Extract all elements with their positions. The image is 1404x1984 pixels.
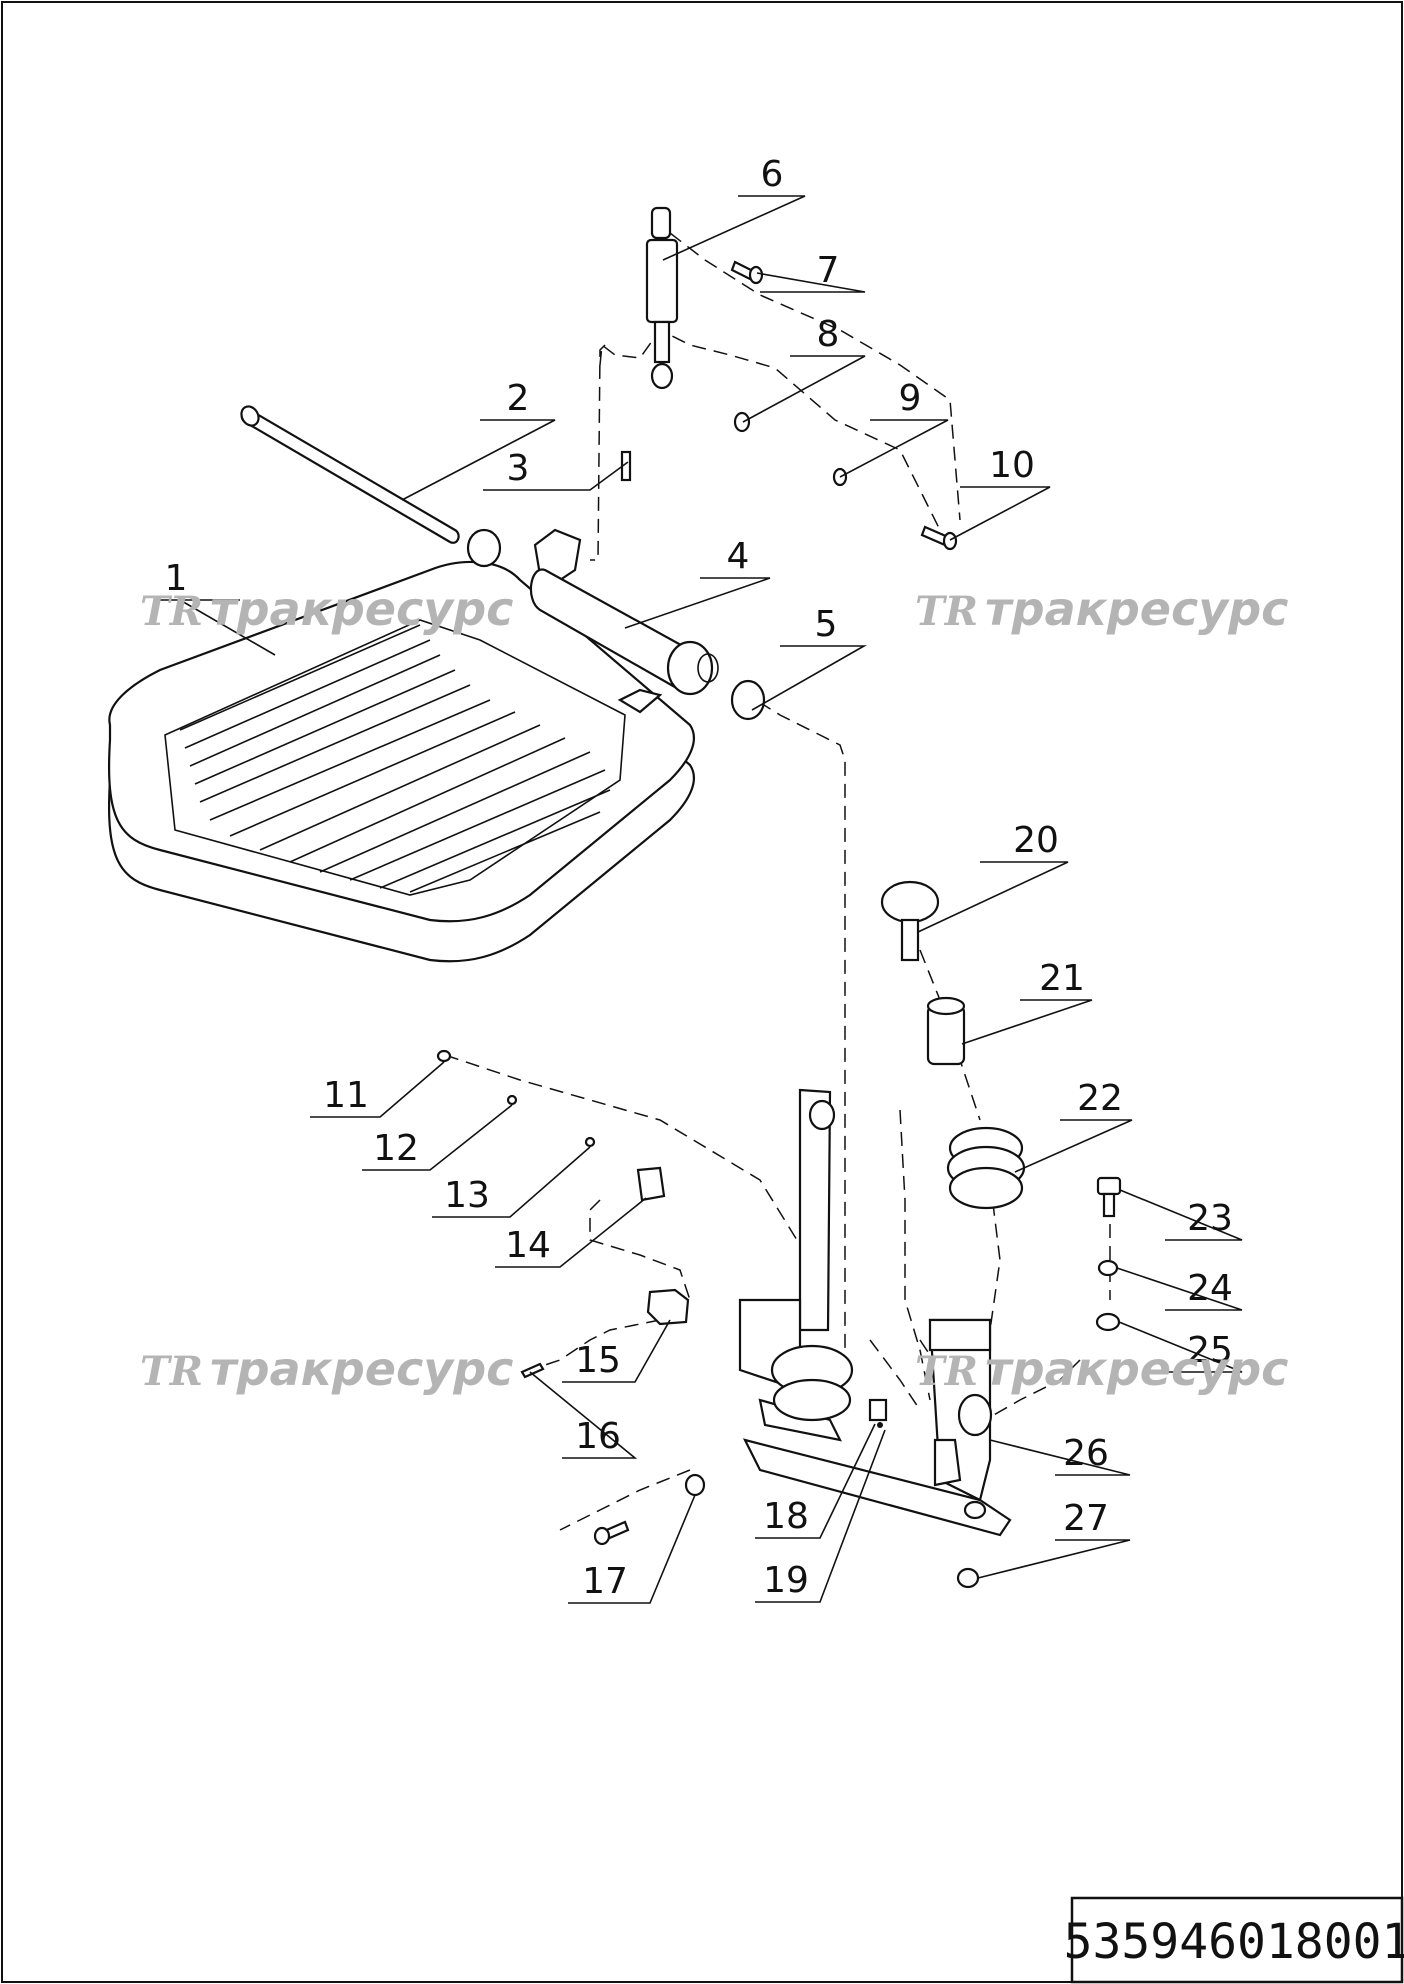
callout-15: 15 bbox=[575, 1340, 621, 1381]
callout-22: 22 bbox=[1077, 1078, 1123, 1119]
drawing-number-box: 535946018001 bbox=[1064, 1896, 1404, 1984]
gas-spring bbox=[645, 206, 679, 390]
screw-19 bbox=[877, 1422, 883, 1428]
callout-3: 3 bbox=[507, 448, 530, 489]
assembly-lines bbox=[444, 232, 1111, 1531]
nut-27 bbox=[956, 1567, 980, 1589]
callout-21: 21 bbox=[1039, 958, 1085, 999]
nut-17 bbox=[684, 1473, 706, 1497]
seat-pan bbox=[108, 560, 695, 963]
watermark-top-right: ТR тракресурс bbox=[915, 582, 1288, 636]
screw-11 bbox=[436, 1049, 452, 1063]
watermark-text: тракресурс bbox=[985, 1342, 1288, 1396]
callout-17: 17 bbox=[582, 1561, 628, 1602]
knob bbox=[880, 880, 940, 962]
callout-6: 6 bbox=[761, 154, 784, 195]
watermark-logo: ТR bbox=[915, 1348, 978, 1395]
washer-12 bbox=[506, 1094, 518, 1106]
callout-13: 13 bbox=[444, 1175, 490, 1216]
sleeve bbox=[926, 996, 966, 1066]
nut-25 bbox=[1095, 1312, 1121, 1332]
callout-4: 4 bbox=[727, 536, 750, 577]
bushing-right bbox=[730, 679, 766, 721]
callout-24: 24 bbox=[1187, 1268, 1233, 1309]
callouts: 1 2 3 4 5 6 7 8 9 10 11 12 13 14 15 16 1… bbox=[165, 154, 1233, 1602]
callout-7: 7 bbox=[817, 250, 840, 291]
callout-23: 23 bbox=[1187, 1198, 1233, 1239]
watermark-text: тракресурс bbox=[210, 1342, 513, 1396]
pin-16 bbox=[520, 1362, 545, 1379]
callout-26: 26 bbox=[1063, 1433, 1109, 1474]
spring bbox=[946, 1126, 1026, 1210]
drawing-number: 535946018001 bbox=[1064, 1914, 1404, 1970]
callout-11: 11 bbox=[323, 1075, 369, 1116]
bolt-10 bbox=[920, 525, 958, 551]
watermark-top-left: ТR тракресурс bbox=[140, 582, 513, 636]
callout-9: 9 bbox=[899, 378, 922, 419]
nut-13 bbox=[584, 1136, 596, 1148]
callout-2: 2 bbox=[507, 378, 530, 419]
watermark-logo: ТR bbox=[915, 588, 978, 635]
watermark-text: тракресурс bbox=[210, 582, 513, 636]
switch-bracket bbox=[636, 1166, 666, 1202]
watermark-text: тракресурс bbox=[985, 582, 1288, 636]
switch-18 bbox=[868, 1398, 888, 1422]
washer-24 bbox=[1097, 1259, 1119, 1277]
callout-5: 5 bbox=[815, 604, 838, 645]
callout-16: 16 bbox=[575, 1416, 621, 1457]
sensor bbox=[646, 1288, 690, 1326]
hinge-bracket bbox=[529, 528, 719, 714]
callout-20: 20 bbox=[1013, 820, 1059, 861]
callout-18: 18 bbox=[763, 1496, 809, 1537]
watermark-logo: ТR bbox=[140, 588, 203, 635]
bolt-7 bbox=[730, 260, 764, 285]
bolt-17 bbox=[593, 1520, 630, 1546]
callout-10: 10 bbox=[989, 445, 1035, 486]
washer-8 bbox=[733, 411, 751, 433]
callout-8: 8 bbox=[817, 314, 840, 355]
callout-1: 1 bbox=[165, 558, 188, 599]
callout-14: 14 bbox=[505, 1225, 551, 1266]
bolt-23 bbox=[1096, 1176, 1122, 1218]
callout-19: 19 bbox=[763, 1560, 809, 1601]
watermark-logo: ТR bbox=[140, 1348, 203, 1395]
leader-lines bbox=[155, 195, 1243, 1604]
callout-25: 25 bbox=[1187, 1330, 1233, 1371]
watermark-bottom-right: ТR тракресурс bbox=[915, 1342, 1288, 1396]
seat-pan-slots bbox=[179, 624, 611, 893]
callout-12: 12 bbox=[373, 1128, 419, 1169]
watermark-bottom-left: ТR тракресурс bbox=[140, 1342, 513, 1396]
bushing-left bbox=[466, 528, 502, 568]
shaft bbox=[240, 405, 460, 544]
callout-27: 27 bbox=[1063, 1498, 1109, 1539]
base-frame bbox=[738, 1088, 1012, 1537]
